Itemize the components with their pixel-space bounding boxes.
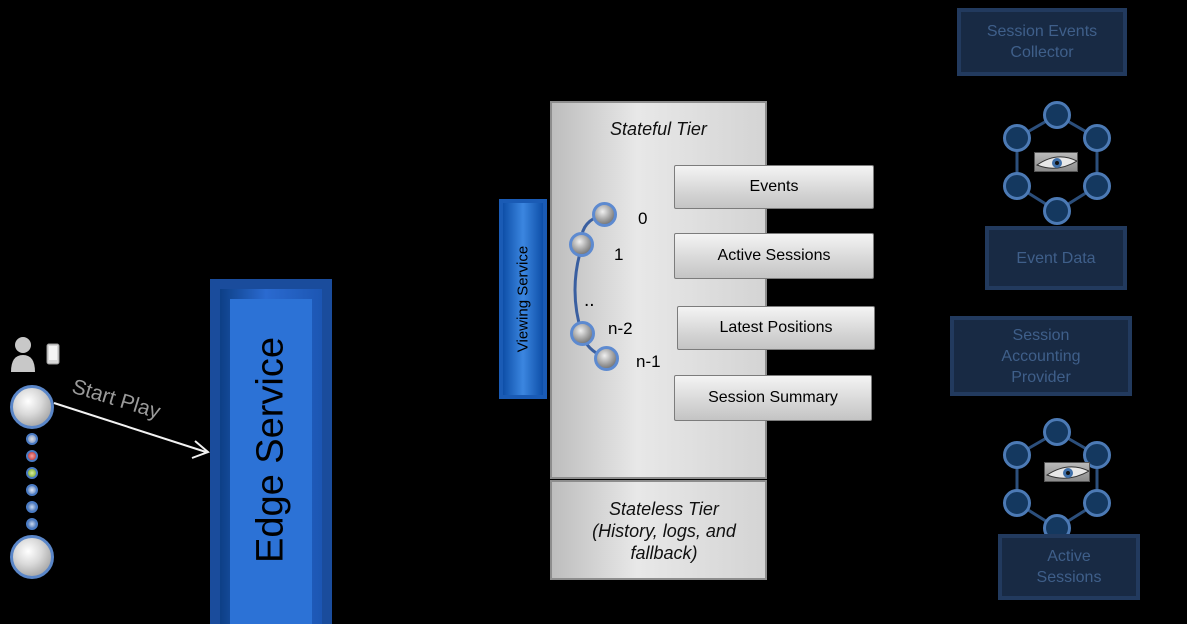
ring-label-n-2: n-2 [608, 319, 633, 338]
session-accounting-provider-box: Session Accounting Provider [950, 316, 1132, 396]
collector-node [1003, 124, 1031, 152]
client-dot [26, 450, 38, 462]
collector-node [1083, 124, 1111, 152]
client-node-bottom [10, 535, 54, 579]
stateless-tier-title: Stateless Tier (History, logs, and fallb… [592, 499, 736, 563]
client-dot [26, 484, 38, 496]
ring-node-1 [569, 232, 594, 257]
accounting-node [1083, 489, 1111, 517]
accounting-node [1003, 441, 1031, 469]
client-dot [26, 501, 38, 513]
collector-node [1043, 197, 1071, 225]
ring-label-ellipsis: .. [584, 290, 595, 311]
ring-label-1: 1 [614, 245, 624, 264]
ring-node-n-1 [594, 346, 619, 371]
edge-service-label: Edge Service [249, 336, 292, 564]
ring-label-n-1: n-1 [636, 352, 661, 371]
stateful-tier-title: Stateful Tier [610, 119, 707, 139]
eye-icon [1044, 462, 1090, 482]
ring-node-0 [592, 202, 617, 227]
collector-node [1043, 101, 1071, 129]
stateless-tier-box [550, 480, 767, 580]
viewing-service-box [499, 199, 547, 399]
events-box: Events [674, 165, 874, 209]
client-dot [26, 433, 38, 445]
collector-node [1003, 172, 1031, 200]
mobile-device-icon [46, 343, 60, 365]
edge-service-box [210, 279, 332, 624]
eye-icon [1034, 152, 1078, 172]
user-icon [10, 336, 40, 372]
collector-node [1083, 172, 1111, 200]
event-data-box: Event Data [985, 226, 1127, 290]
client-node-top [10, 385, 54, 429]
active-sessions-store-box: Active Sessions [998, 534, 1140, 600]
latest-positions-box: Latest Positions [677, 306, 875, 350]
session-summary-box: Session Summary [674, 375, 872, 421]
ring-node-n-2 [570, 321, 595, 346]
accounting-node [1003, 489, 1031, 517]
ring-arc [573, 212, 607, 360]
edge-service-inner [230, 299, 312, 624]
client-dot [26, 467, 38, 479]
active-sessions-box: Active Sessions [674, 233, 874, 279]
accounting-node [1043, 418, 1071, 446]
client-dot [26, 518, 38, 530]
ring-label-0: 0 [638, 209, 648, 228]
session-events-collector-box: Session Events Collector [957, 8, 1127, 76]
viewing-service-label: Viewing Service [514, 245, 532, 353]
